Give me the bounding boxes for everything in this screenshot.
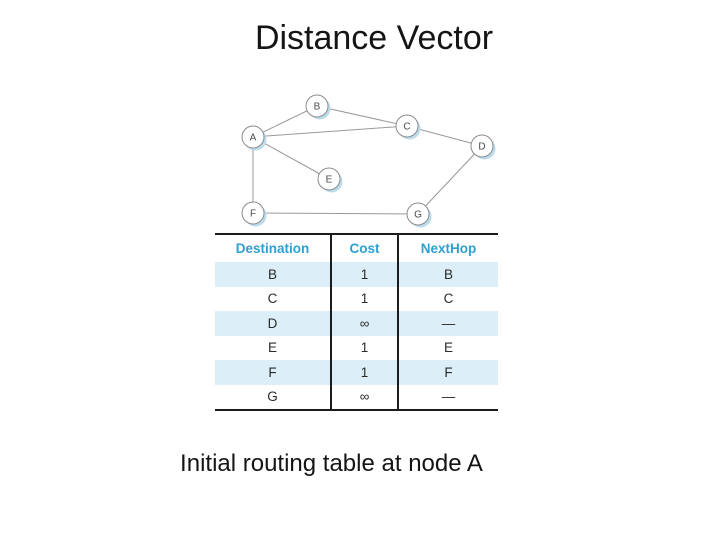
table-cell: C [267, 291, 278, 307]
table-cell: F [268, 364, 277, 380]
graph-edge-A-E [252, 136, 330, 180]
table-cell: — [441, 315, 456, 331]
graph-node-label-D: D [478, 142, 485, 153]
table-cell: 1 [330, 286, 399, 311]
table-header-nexthop: NextHop [420, 241, 477, 256]
graph-edge-A-C [252, 125, 408, 138]
graph-edge-F-G [252, 212, 419, 215]
graph-node-B [305, 94, 329, 118]
table-cell: D [267, 315, 278, 331]
table-cell: 1 [330, 335, 399, 360]
graph-node-E [317, 167, 341, 191]
graph-node-F [241, 201, 265, 225]
graph-node-label-G: G [414, 210, 422, 221]
graph-node-label-C: C [403, 122, 410, 133]
table-row-D: D ∞ — [215, 311, 498, 336]
table-cell: 1 [330, 262, 399, 287]
table-cell: G [267, 389, 278, 405]
table-row-C: C 1 C [215, 286, 498, 311]
table-cell: 1 [330, 360, 399, 385]
slide-title: Distance Vector [254, 19, 494, 57]
table-header-row: Destination Cost NextHop [215, 235, 498, 262]
slide-caption: Initial routing table at node A [180, 450, 483, 477]
graph-node-label-B: B [314, 102, 321, 113]
table-cell: F [444, 364, 453, 380]
graph-node-label-F: F [250, 209, 256, 220]
table-cell: — [441, 389, 456, 405]
graph-edge-A-B [252, 105, 318, 138]
graph-node-G [406, 202, 430, 226]
graph-node-A [241, 125, 265, 149]
table-cell: C [443, 291, 454, 307]
network-topology-diagram: A B C D E F G [241, 94, 496, 228]
table-cell: E [267, 340, 277, 356]
table-cell: ∞ [330, 384, 399, 409]
graph-node-label-A: A [250, 133, 257, 144]
table-cell: B [267, 266, 277, 282]
graph-node-label-E: E [326, 175, 333, 186]
table-row-B: B 1 B [215, 262, 498, 287]
graph-edge-D-G [417, 145, 483, 215]
table-row-G: G ∞ — [215, 384, 498, 409]
table-header-destination: Destination [235, 241, 310, 256]
table-cell: ∞ [330, 311, 399, 336]
graph-node-C [395, 114, 419, 138]
table-cell: E [443, 340, 453, 356]
table-header-cost: Cost [330, 235, 399, 262]
graph-node-D [470, 134, 494, 158]
graph-edge-B-C [316, 105, 408, 127]
table-cell: B [443, 266, 453, 282]
table-row-E: E 1 E [215, 335, 498, 360]
table-row-F: F 1 F [215, 360, 498, 385]
